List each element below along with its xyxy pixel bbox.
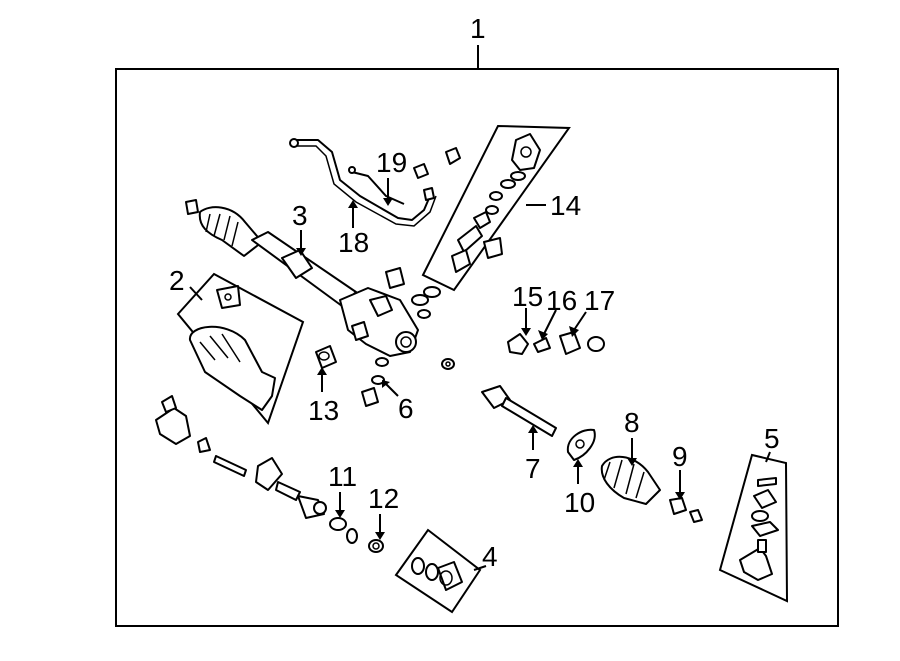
callout-15: 15: [512, 281, 543, 312]
part-4-inset: [394, 528, 482, 614]
callout-16: 16: [546, 285, 577, 316]
callout-18: 18: [338, 227, 369, 258]
seals-part-6: [361, 357, 389, 407]
boot-part-8: [600, 456, 661, 505]
callout-13: 13: [308, 395, 339, 426]
part-5-inset: [718, 453, 789, 603]
pressure-pipes: [289, 138, 461, 227]
callout-11: 11: [328, 461, 357, 492]
leader-16: [543, 309, 557, 335]
outer-tie-rod-end: [155, 395, 327, 519]
callout-5: 5: [764, 423, 780, 454]
callout-7: 7: [525, 453, 541, 484]
rack-housing-part-3: [185, 199, 419, 357]
clamp-part-10: [566, 428, 596, 461]
leader-6: [385, 383, 399, 397]
callout-4: 4: [482, 541, 498, 572]
leader-17: [573, 311, 587, 331]
callout-6: 6: [398, 393, 414, 424]
leader-4: [473, 565, 487, 571]
callout-8: 8: [624, 407, 640, 438]
bushing-part-13: [315, 345, 337, 369]
callout-2: 2: [169, 265, 185, 296]
leader-5: [765, 451, 771, 463]
inner-tie-rod-part-7: [481, 385, 557, 437]
callout-14: 14: [550, 190, 581, 221]
callout-12: 12: [368, 483, 399, 514]
leader-2: [189, 286, 203, 301]
part-2-inset: [176, 272, 305, 426]
part-14-inset: [421, 124, 571, 292]
callout-17: 17: [584, 285, 615, 316]
callout-10: 10: [564, 487, 595, 518]
callout-19: 19: [376, 147, 407, 178]
callout-3: 3: [292, 200, 308, 231]
parts-11-12: [329, 517, 384, 553]
callout-9: 9: [672, 441, 688, 472]
nut-part-9: [669, 497, 703, 523]
housing-seals: [385, 267, 455, 370]
callout-1: 1: [470, 13, 486, 44]
parts-15-16-17: [507, 331, 605, 355]
